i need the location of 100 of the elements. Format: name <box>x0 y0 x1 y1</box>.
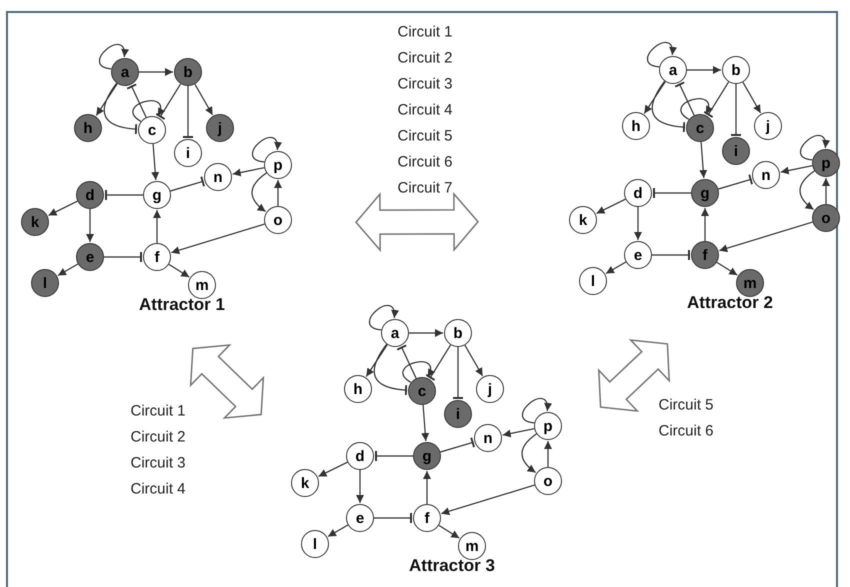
gene-node: k <box>291 469 319 497</box>
inhibition-line <box>652 80 686 132</box>
gene-node: m <box>458 532 486 560</box>
circuit-label: Circuit 1 <box>398 24 452 40</box>
circuit-label: Circuit 2 <box>398 50 452 66</box>
gene-node: h <box>344 375 372 403</box>
activation-arrow <box>441 484 535 516</box>
activation-arrow <box>716 262 738 276</box>
gene-node: c <box>138 116 166 144</box>
block-double-arrow <box>598 339 670 412</box>
activation-arrow <box>171 224 265 254</box>
activation-arrow <box>634 207 642 240</box>
self-loop-arrow <box>402 361 434 383</box>
gene-node: n <box>204 163 232 191</box>
activation-arrow <box>742 82 762 114</box>
activation-arrow <box>251 172 267 212</box>
gene-node: m <box>188 271 216 299</box>
gene-node: o <box>264 206 292 234</box>
gene-node: g <box>143 181 171 209</box>
inhibition-line <box>674 81 695 116</box>
self-loop-arrow <box>132 100 164 122</box>
circuit-label: Circuit 4 <box>130 480 186 498</box>
gene-node: f <box>413 504 441 532</box>
inhibition-line <box>426 344 452 381</box>
inhibition-line <box>156 84 182 120</box>
activation-arrow <box>48 200 78 216</box>
gene-node: o <box>534 467 562 495</box>
inhibition-line <box>652 250 690 260</box>
activation-arrow <box>644 81 666 114</box>
inhibition-line <box>105 190 143 200</box>
activation-arrow <box>438 524 460 539</box>
gene-node: b <box>174 58 202 86</box>
circuit-label: Circuit 2 <box>130 428 186 446</box>
gene-node: n <box>752 161 780 189</box>
activation-arrow <box>274 180 282 206</box>
gene-node: g <box>413 442 441 470</box>
activation-arrow <box>521 433 537 473</box>
gene-node: c <box>408 377 436 405</box>
inhibition-line <box>375 451 413 461</box>
self-loop-arrow <box>800 135 830 160</box>
inhibition-line <box>126 83 147 118</box>
block-double-arrow <box>190 344 264 419</box>
activation-arrow <box>96 83 118 116</box>
gene-node: p <box>534 412 562 440</box>
self-loop-arrow <box>252 137 282 162</box>
gene-node: m <box>736 269 764 297</box>
gene-node: k <box>21 208 49 236</box>
activation-arrow <box>168 264 190 278</box>
activation-arrow <box>151 144 160 180</box>
self-loop-arrow <box>522 398 552 424</box>
gene-node: j <box>476 375 504 403</box>
gene-node: i <box>722 137 750 165</box>
gene-node: n <box>474 424 502 452</box>
gene-node: e <box>346 504 374 532</box>
activation-arrow <box>687 66 721 74</box>
gene-node: h <box>622 112 650 140</box>
activation-arrow <box>153 210 161 243</box>
gene-node: d <box>624 179 652 207</box>
gene-node: a <box>381 319 409 347</box>
activation-arrow <box>366 344 388 377</box>
self-loop-arrow <box>99 44 128 70</box>
activation-arrow <box>596 198 626 214</box>
circuit-label: Circuit 4 <box>398 102 452 118</box>
gene-node: l <box>579 267 607 295</box>
gene-node: k <box>569 206 597 234</box>
gene-node: p <box>812 149 840 177</box>
gene-node: d <box>76 181 104 209</box>
gene-node: b <box>722 56 750 84</box>
gene-node: p <box>264 151 292 179</box>
activation-arrow <box>606 261 626 274</box>
block-double-arrow <box>355 192 479 252</box>
gene-node: l <box>31 269 59 297</box>
gene-node: g <box>691 179 719 207</box>
activation-arrow <box>86 209 94 242</box>
gene-node: i <box>444 400 472 428</box>
activation-arrow <box>421 404 430 442</box>
inhibition-line <box>183 86 193 138</box>
activation-arrow <box>409 329 443 337</box>
circuit-label: Circuit 1 <box>130 402 186 420</box>
self-loop-arrow <box>369 305 398 330</box>
activation-arrow <box>58 263 78 276</box>
activation-arrow <box>139 68 173 76</box>
activation-arrow <box>423 471 431 504</box>
circuit-label: Circuit 3 <box>130 454 186 472</box>
gene-node: b <box>444 319 472 347</box>
activation-arrow <box>328 524 348 538</box>
circuit-label: Circuit 5 <box>398 128 452 144</box>
gene-node: l <box>301 530 329 558</box>
inhibition-line <box>731 84 741 136</box>
activation-arrow <box>318 462 348 477</box>
circuit-label: Circuit 6 <box>658 422 714 440</box>
activation-arrow <box>232 167 264 176</box>
inhibition-line <box>374 344 408 396</box>
gene-node: d <box>346 442 374 470</box>
inhibition-line <box>104 82 138 134</box>
gene-node: j <box>754 112 782 140</box>
gene-node: i <box>174 139 202 167</box>
activation-arrow <box>719 222 813 252</box>
gene-node: o <box>812 204 840 232</box>
self-loop-arrow <box>647 42 676 68</box>
